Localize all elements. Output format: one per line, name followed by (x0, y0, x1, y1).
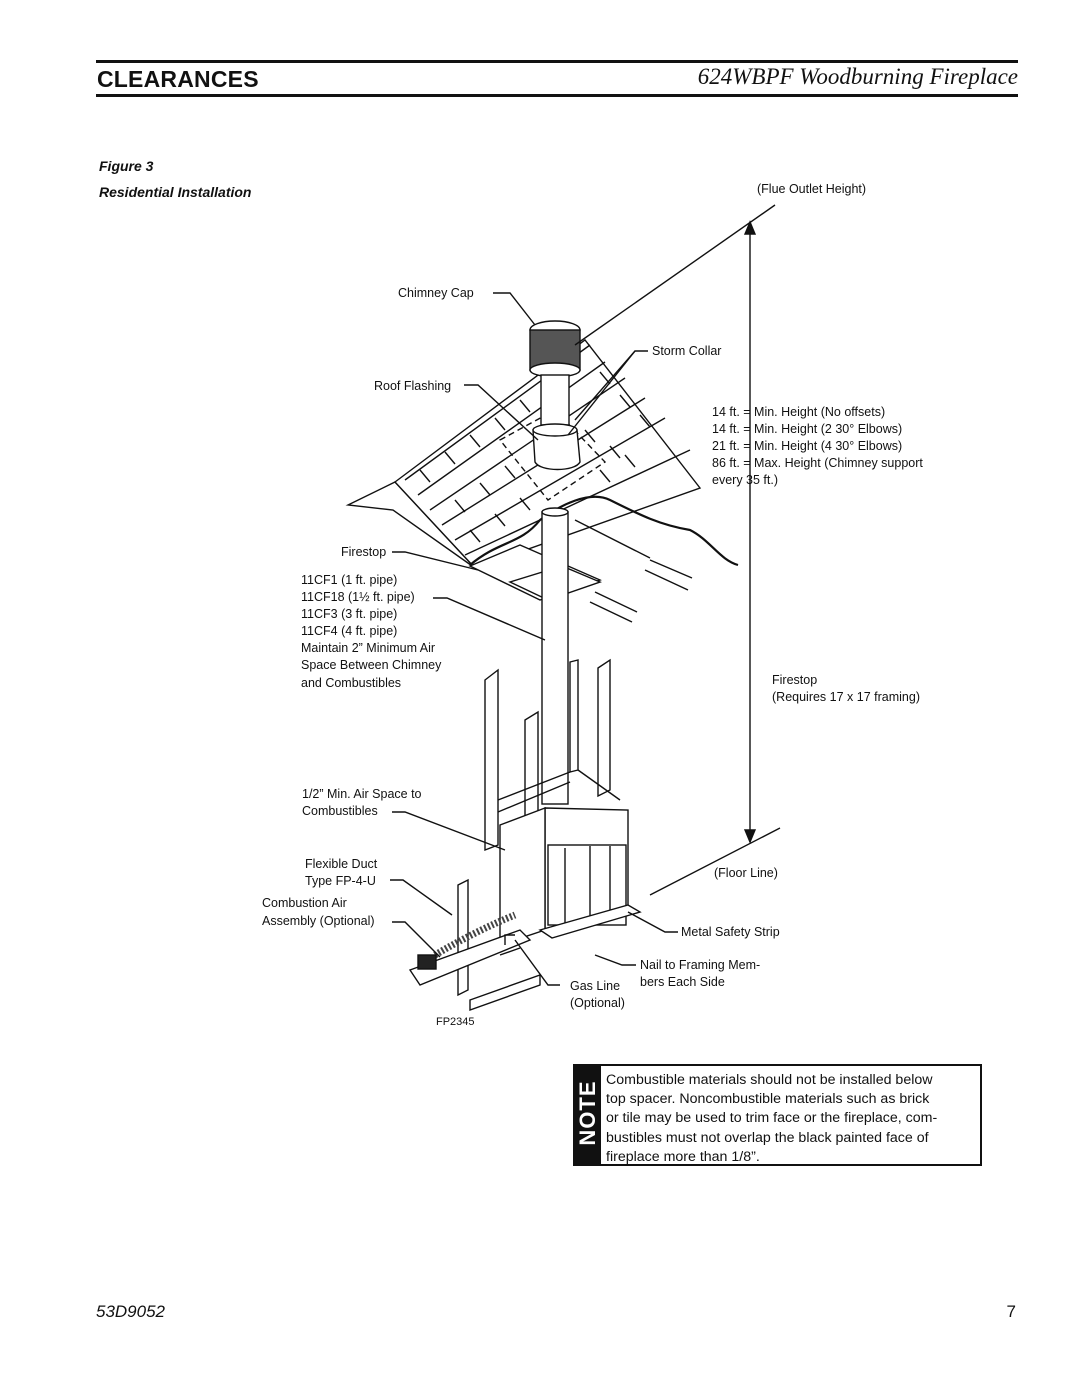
pipe-list-item: 11CF3 (3 ft. pipe) (301, 607, 397, 621)
gas-line-label: Gas Line (570, 979, 620, 993)
section-title: CLEARANCES (97, 66, 259, 92)
note-tab-label: NOTE (575, 1080, 600, 1146)
note-line: Combustible materials should not be inst… (606, 1072, 933, 1088)
storm-collar-label: Storm Collar (652, 344, 721, 358)
roof-flashing-label: Roof Flashing (374, 379, 451, 393)
drawing-code: FP2345 (436, 1016, 475, 1028)
metal-safety-strip-label: Metal Safety Strip (681, 925, 780, 939)
air-space-label: Combustibles (302, 804, 378, 818)
height-spec-line: 21 ft. = Min. Height (4 30° Elbows) (712, 439, 902, 453)
note-box: NOTE Combustible materials should not be… (573, 1064, 982, 1166)
pipe-list-item: 11CF1 (1 ft. pipe) (301, 573, 397, 587)
height-spec-line: 14 ft. = Min. Height (2 30° Elbows) (712, 422, 902, 436)
note-line: top spacer. Noncombustible materials suc… (606, 1091, 930, 1108)
pipe-list-item: Space Between Chimney (301, 658, 442, 672)
nail-to-framing-label: Nail to Framing Mem- (640, 958, 760, 972)
firestop-framing-label: Firestop (772, 673, 817, 687)
pipe-list-item: 11CF4 (4 ft. pipe) (301, 624, 397, 638)
air-space-label: 1/2” Min. Air Space to (302, 787, 422, 801)
pipe-list-item: 11CF18 (1½ ft. pipe) (301, 590, 415, 604)
flexible-duct-label: Flexible Duct (305, 857, 378, 871)
note-line: bustibles must not overlap the black pai… (606, 1129, 929, 1146)
nail-to-framing-label: bers Each Side (640, 975, 725, 989)
gas-line-label: (Optional) (570, 996, 625, 1010)
figure-number: Figure 3 (99, 158, 154, 174)
page-number: 7 (1006, 1302, 1016, 1321)
header-rule-top (96, 60, 1018, 63)
firestop-label: Firestop (341, 545, 386, 559)
firestop-framing-label: (Requires 17 x 17 framing) (772, 690, 920, 704)
note-line: or tile may be used to trim face or the … (606, 1110, 938, 1127)
floor-line-label: (Floor Line) (714, 866, 778, 880)
document-title: 624WBPF Woodburning Fireplace (697, 64, 1018, 89)
combustion-air-label: Assembly (Optional) (262, 914, 375, 928)
flue-outlet-height-label: (Flue Outlet Height) (757, 182, 866, 196)
height-spec-line: 86 ft. = Max. Height (Chimney support (712, 456, 923, 470)
chimney-cap-label: Chimney Cap (398, 286, 474, 300)
header-rule-bottom (96, 94, 1018, 97)
flexible-duct-label: Type FP-4-U (305, 874, 376, 888)
height-spec-line: 14 ft. = Min. Height (No offsets) (712, 405, 885, 419)
height-spec-line: every 35 ft.) (712, 473, 778, 487)
note-line: fireplace more than 1/8”. (606, 1148, 760, 1165)
document-number: 53D9052 (96, 1302, 166, 1321)
note-text: Combustible materials should not be inst… (606, 1071, 978, 1167)
combustion-air-label: Combustion Air (262, 896, 347, 910)
pipe-list-item: Maintain 2” Minimum Air (301, 641, 435, 655)
drawing-linework (345, 204, 781, 1011)
note-tab: NOTE (575, 1066, 601, 1164)
figure-caption: Residential Installation (99, 184, 252, 200)
pipe-list-item: and Combustibles (301, 676, 401, 690)
